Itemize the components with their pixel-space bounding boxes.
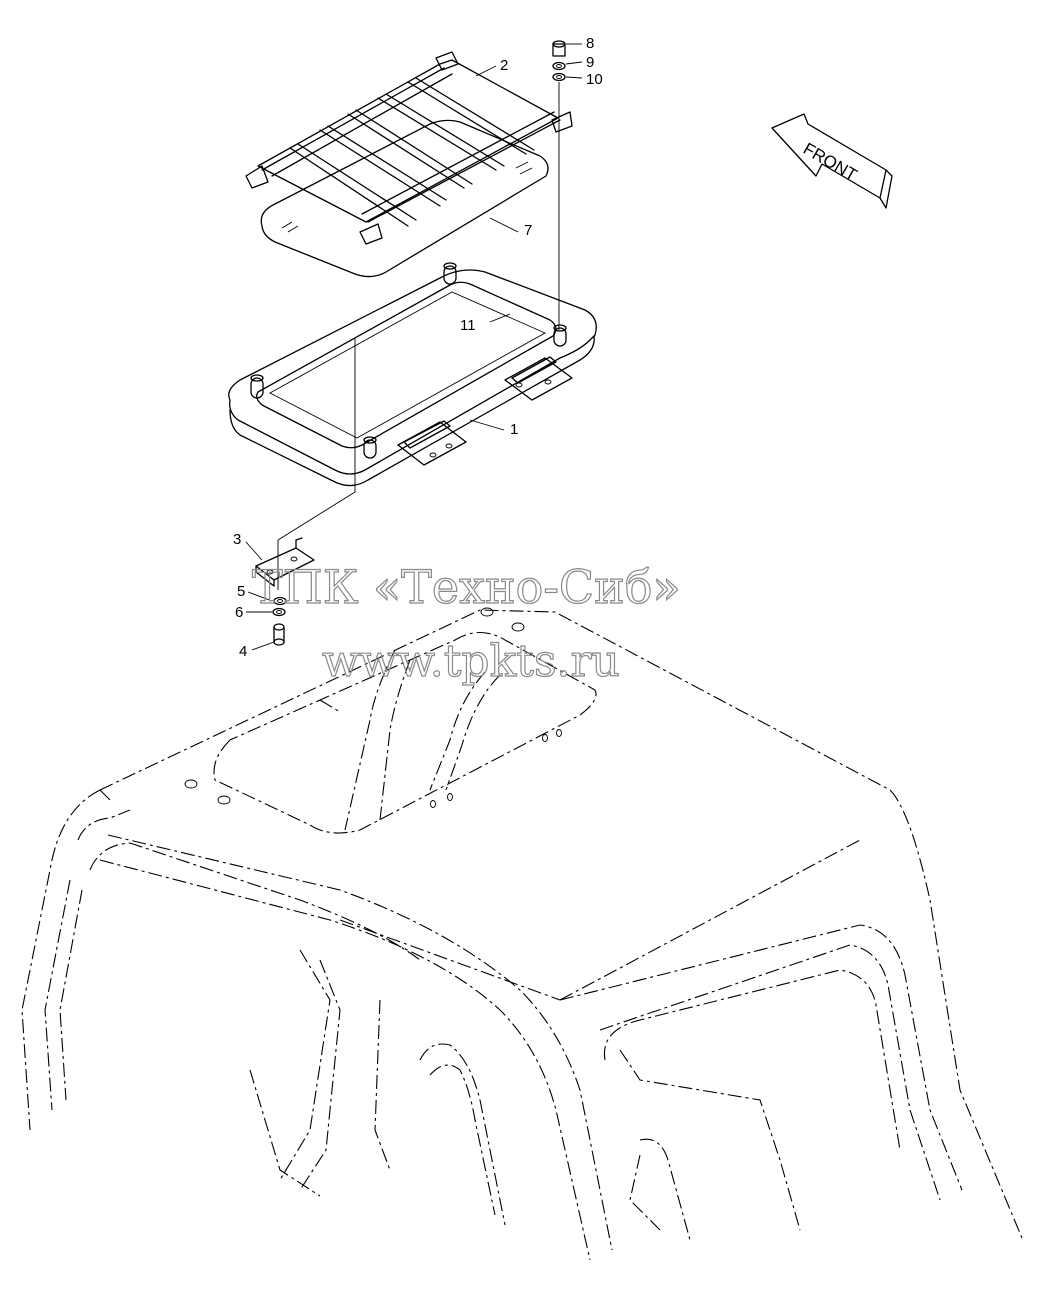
- front-direction-arrow: FRONT: [771, 113, 893, 209]
- callout-labels: 1 2 3 4 5 6 7 8 9 10 11: [233, 35, 603, 660]
- callout-6: 6: [235, 604, 243, 621]
- guard-grille: [245, 51, 573, 245]
- cab-body: [21, 607, 1023, 1261]
- front-label: FRONT: [800, 139, 860, 185]
- hatch-frame: [228, 262, 597, 487]
- callout-1: 1: [510, 421, 518, 438]
- top-fasteners: [552, 40, 566, 82]
- callout-5: 5: [237, 583, 245, 600]
- watermark: ТПК «Техно-Сиб» www.tpkts.ru: [251, 559, 681, 687]
- callout-2: 2: [500, 57, 508, 74]
- callout-8: 8: [586, 35, 594, 52]
- callout-4: 4: [239, 643, 247, 660]
- glass-panel: [260, 119, 549, 278]
- callout-9: 9: [586, 54, 594, 71]
- callout-11: 11: [460, 317, 476, 334]
- callout-3: 3: [233, 531, 241, 548]
- watermark-url: www.tpkts.ru: [322, 636, 620, 687]
- watermark-company: ТПК «Техно-Сиб»: [252, 560, 681, 614]
- assembly-lines: [245, 43, 583, 651]
- bracket-assembly: [255, 537, 315, 646]
- callout-7: 7: [524, 222, 532, 239]
- callout-10: 10: [586, 71, 603, 88]
